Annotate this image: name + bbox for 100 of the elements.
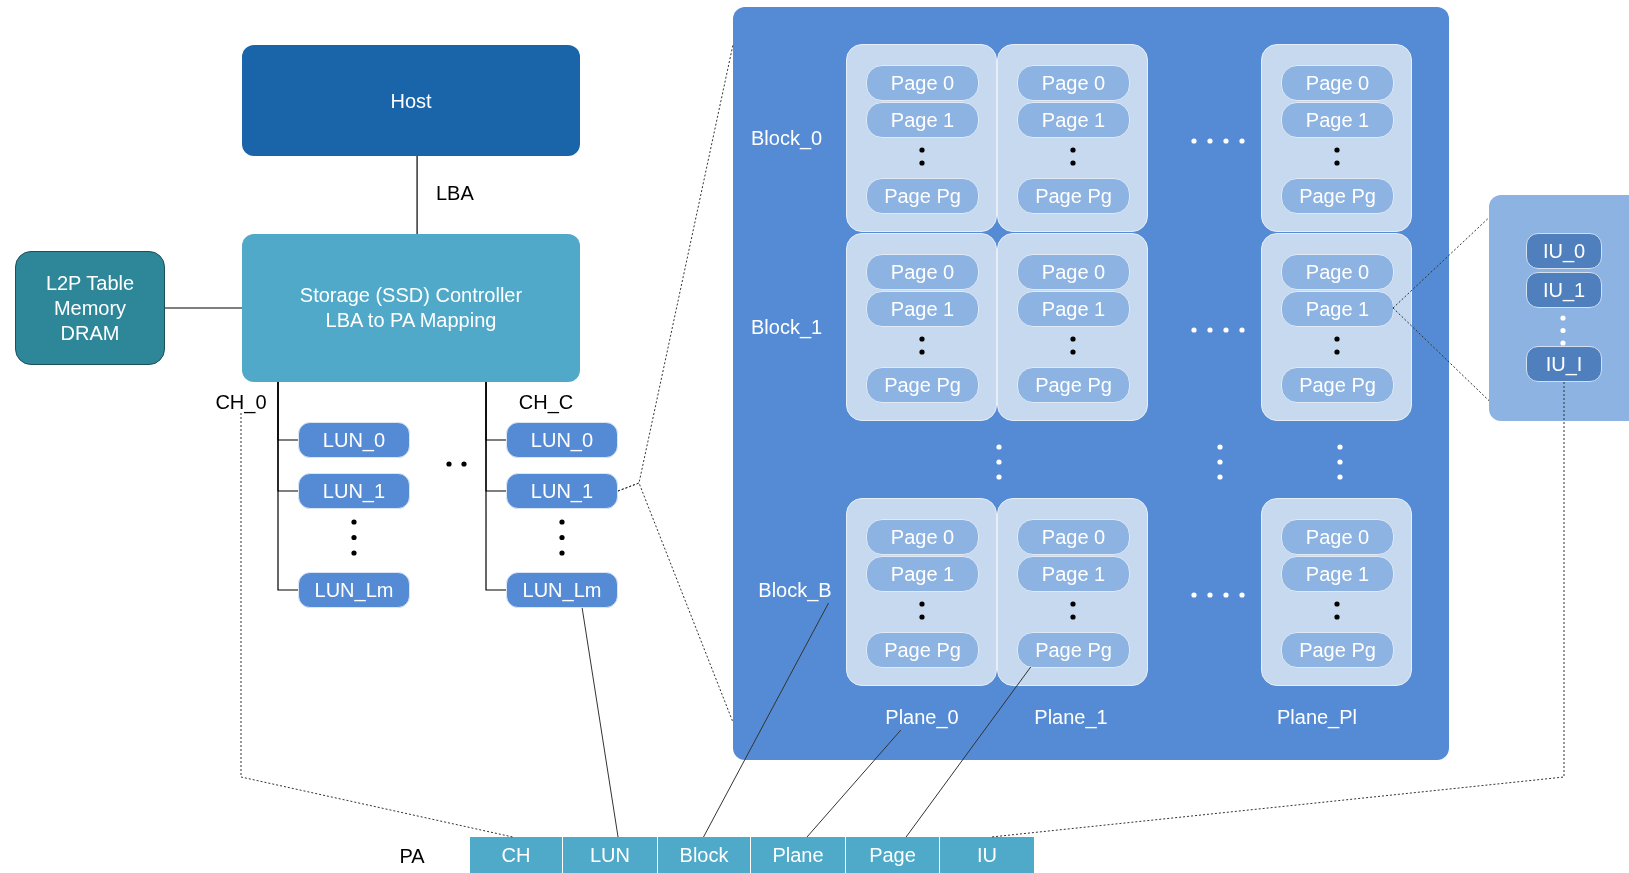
block-card <box>846 498 997 686</box>
connector-line <box>485 381 507 591</box>
box-label: Page Pg <box>1034 184 1113 209</box>
channel-label: CH_C <box>515 391 577 413</box>
page-box <box>866 519 979 555</box>
plane-label: Plane_1 <box>1033 705 1109 730</box>
box-label: Page 0 <box>889 260 956 285</box>
box-label: Page 0 <box>1304 525 1371 550</box>
box-label: Page 0 <box>1040 71 1107 96</box>
address-field <box>939 837 1034 873</box>
box-label: Page 0 <box>1304 71 1371 96</box>
box-label: Page Pg <box>883 184 962 209</box>
field-label: LUN <box>589 843 631 868</box>
box-label: LUN_0 <box>321 428 387 454</box>
block-label: Block_B <box>752 577 838 603</box>
box-label: Page Pg <box>1298 184 1377 209</box>
box-label: LUN_1 <box>321 479 387 505</box>
box-label: LBA to PA Mapping <box>324 308 498 333</box>
box-label: Page Pg <box>883 638 962 663</box>
page-box <box>1017 65 1130 101</box>
box-label: Page Pg <box>1298 373 1377 398</box>
memory-box <box>15 251 165 365</box>
box-label: IU_0 <box>1541 239 1587 265</box>
page-box <box>1017 556 1130 592</box>
field-label: Block <box>678 843 730 868</box>
leader-line <box>806 729 902 838</box>
page-box <box>866 556 979 592</box>
page-box <box>866 102 979 138</box>
block-card <box>846 44 997 232</box>
block-card <box>997 44 1148 232</box>
box-label: Page 1 <box>889 297 956 322</box>
page-box <box>1281 102 1394 138</box>
address-label: PA <box>398 844 426 869</box>
page-box <box>1017 178 1130 214</box>
field-label: CH <box>500 843 532 868</box>
page-box <box>1017 632 1130 668</box>
page-box <box>1017 367 1130 403</box>
box-label: Page 1 <box>889 562 956 587</box>
lun-box <box>298 422 410 458</box>
box-label: IU_I <box>1544 352 1584 378</box>
die-panel <box>733 7 1449 760</box>
page-box <box>1281 367 1394 403</box>
lun-box <box>298 572 410 608</box>
plane-label: Plane_Pl <box>1275 705 1359 730</box>
iu-box <box>1526 346 1602 382</box>
lun-box <box>506 572 618 608</box>
channel-label: CH_0 <box>213 391 269 413</box>
lun-box <box>506 473 618 509</box>
box-label: Page 1 <box>1304 562 1371 587</box>
lun-box <box>506 422 618 458</box>
plane-label: Plane_0 <box>876 704 968 730</box>
box-label: Page Pg <box>1034 373 1113 398</box>
page-box <box>1017 519 1130 555</box>
page-box <box>866 254 979 290</box>
box-label: L2P Table Memory DRAM <box>44 270 136 346</box>
lun-box <box>298 473 410 509</box>
connector-line <box>164 307 243 309</box>
block-card <box>846 233 997 421</box>
block-label: Block_0 <box>751 126 824 151</box>
page-box <box>866 65 979 101</box>
page-box <box>866 632 979 668</box>
page-box <box>1017 254 1130 290</box>
box-label: Page 0 <box>1040 260 1107 285</box>
leader-line <box>581 607 619 838</box>
field-label: Page <box>868 843 917 868</box>
box-label: Page 1 <box>1304 297 1371 322</box>
page-box <box>1281 519 1394 555</box>
page-box <box>1017 102 1130 138</box>
page-box <box>1281 632 1394 668</box>
box-label: LUN_1 <box>529 479 595 505</box>
page-box <box>866 178 979 214</box>
box-label: IU_1 <box>1541 278 1587 304</box>
page-box <box>1281 254 1394 290</box>
block-card <box>997 498 1148 686</box>
connector-line <box>277 381 299 591</box>
box-label: Page 0 <box>889 525 956 550</box>
page-box <box>1281 291 1394 327</box>
page-box <box>1281 178 1394 214</box>
box-label: Page 1 <box>1040 562 1107 587</box>
iu-box <box>1526 233 1602 269</box>
box-label: Page Pg <box>883 373 962 398</box>
zoom-line <box>1392 217 1490 309</box>
box-label: Page 1 <box>1040 108 1107 133</box>
box-label: Page Pg <box>1034 638 1113 663</box>
address-field <box>469 837 562 873</box>
box-label: Host <box>389 88 433 114</box>
zoom-line <box>1392 307 1490 402</box>
box-label: Page 1 <box>1304 108 1371 133</box>
host-box <box>242 45 580 156</box>
box-label: Page 0 <box>889 71 956 96</box>
address-field <box>750 837 845 873</box>
field-label: IU <box>976 843 998 868</box>
block-card <box>1261 498 1412 686</box>
connector-line <box>416 155 418 235</box>
block-card <box>1261 233 1412 421</box>
page-box <box>1281 556 1394 592</box>
leader-line <box>240 412 514 838</box>
zoom-line <box>617 482 734 723</box>
leader-line <box>703 602 830 838</box>
iu-box <box>1526 272 1602 308</box>
